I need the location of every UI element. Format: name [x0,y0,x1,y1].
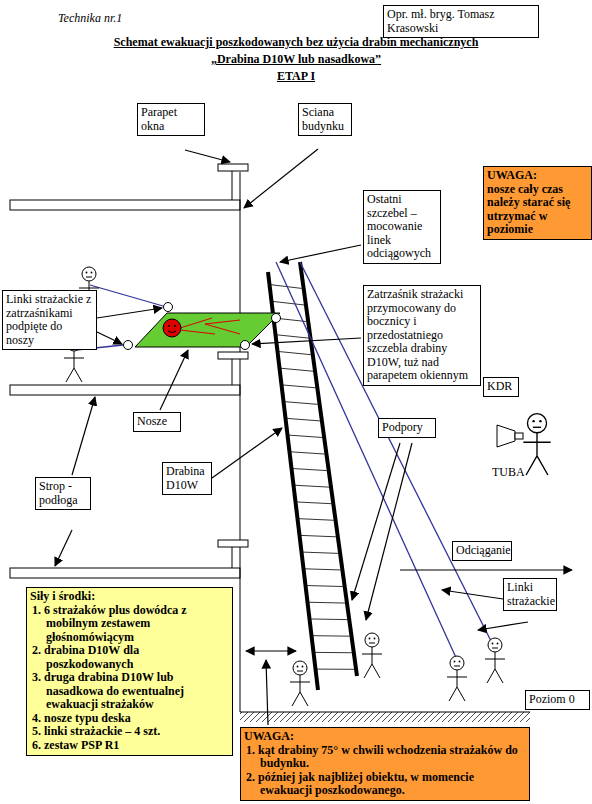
subtitle: „Drabina D10W lub nasadkowa” [0,53,592,67]
box-text: Zatrzaśnik strażacki przymocowany do boc… [367,288,477,383]
ladder-d10w [268,262,357,690]
ladder-rung [288,435,323,437]
callout-box: Zatrzaśnik strażacki przymocowany do boc… [363,285,481,386]
ladder-rung [290,452,325,454]
list-item: 2. drabina D10W dla poszkodowanych [30,644,229,671]
callout-box: Linki strażackie z zatrzaśnikami podpięt… [2,290,97,350]
ladder-rung [294,485,330,487]
ladder-rung [302,552,339,553]
sheet-number: Technika nr.1 [58,12,122,26]
list-item: 1. kąt drabiny 75° w chwili wchodzenia s… [244,744,526,771]
ladder-rung [314,652,352,653]
ladder-rung [292,468,327,470]
warning-box: UWAGA:nosze cały czas należy starać się … [483,166,592,240]
callout-box: Drabina D10W [162,462,212,495]
ladder-rung [310,618,348,620]
box-text: Opr. mł. bryg. Tomasz Krasowski [387,8,535,35]
box-text: Podpory [382,421,432,435]
callout-box: Nosze [133,412,181,432]
callout-box: Linki strażackie [503,578,557,611]
box-text: Strop - podłoga [39,480,87,507]
resources-box: Siły i środki:1. 6 strażaków plus dowódc… [26,587,233,756]
ladder-rung [280,368,314,371]
list-item: 4. nosze typu deska [30,712,229,726]
list-item: 5. linki strażackie – 4 szt. [30,725,229,739]
ladder-rung [272,301,304,305]
level-box: Poziom 0 [525,690,590,710]
callout-box: Odciąganie [452,541,512,561]
ladder-rung [316,669,355,670]
box-text: Ostatni szczebel – mocowanie linek odcią… [367,193,437,261]
callout-box: Strop - podłoga [35,477,91,510]
box-text: Nosze [137,415,177,429]
list-item: 6. zestaw PSP R1 [30,739,229,753]
building [10,164,530,722]
callout-box: Parapet okna [137,103,205,136]
ladder-rung [304,569,341,570]
box-text: Parapet okna [141,106,201,133]
list-item: 1. 6 strażaków plus dowódca z mobilnym z… [30,604,229,645]
box-heading: Siły i środki: [30,590,229,604]
box-text: KDR [487,380,515,394]
box-text: Linki strażackie z zatrzaśnikami podpięt… [6,293,93,347]
box-text: Linki strażackie [507,581,553,608]
ladder-rung [270,285,302,289]
callout-box: Sciana budynku [298,103,352,136]
box-heading: UWAGA: [487,169,588,183]
ladder-rung [276,335,309,338]
box-text: Sciana budynku [302,106,348,133]
stretcher [124,303,281,350]
ladder-rung [284,402,318,405]
callout-box: Ostatni szczebel – mocowanie linek odcią… [363,190,441,264]
ladder-rung [298,519,334,521]
warning-box: UWAGA:1. kąt drabiny 75° w chwili wchodz… [240,727,530,801]
list-item: 2. później jak najbliżej obiektu, w mome… [244,771,526,798]
list-item: 3. druga drabina D10W lub nasadkowa do e… [30,671,229,712]
ladder-rung [306,586,343,587]
ladder-rung [308,602,346,604]
ladder-rung [312,635,350,637]
subtitle: ETAP I [0,70,592,84]
box-text: Drabina D10W [166,465,208,492]
ladder-rung [282,385,316,388]
callout-box: KDR [483,377,519,397]
box-text: nosze cały czas należy starać się utrzym… [487,183,588,237]
author-box: Opr. mł. bryg. Tomasz Krasowski [383,5,539,38]
ladder-rung [286,418,320,421]
callout-box: Podpory [378,418,436,438]
ladder-rung [300,535,336,536]
box-text: Odciąganie [456,544,508,558]
device-label: TUBA [492,466,525,480]
ladder-rung [296,502,332,504]
box-text: Poziom 0 [529,693,586,707]
ladder-rung [278,351,311,354]
box-heading: UWAGA: [244,730,526,744]
